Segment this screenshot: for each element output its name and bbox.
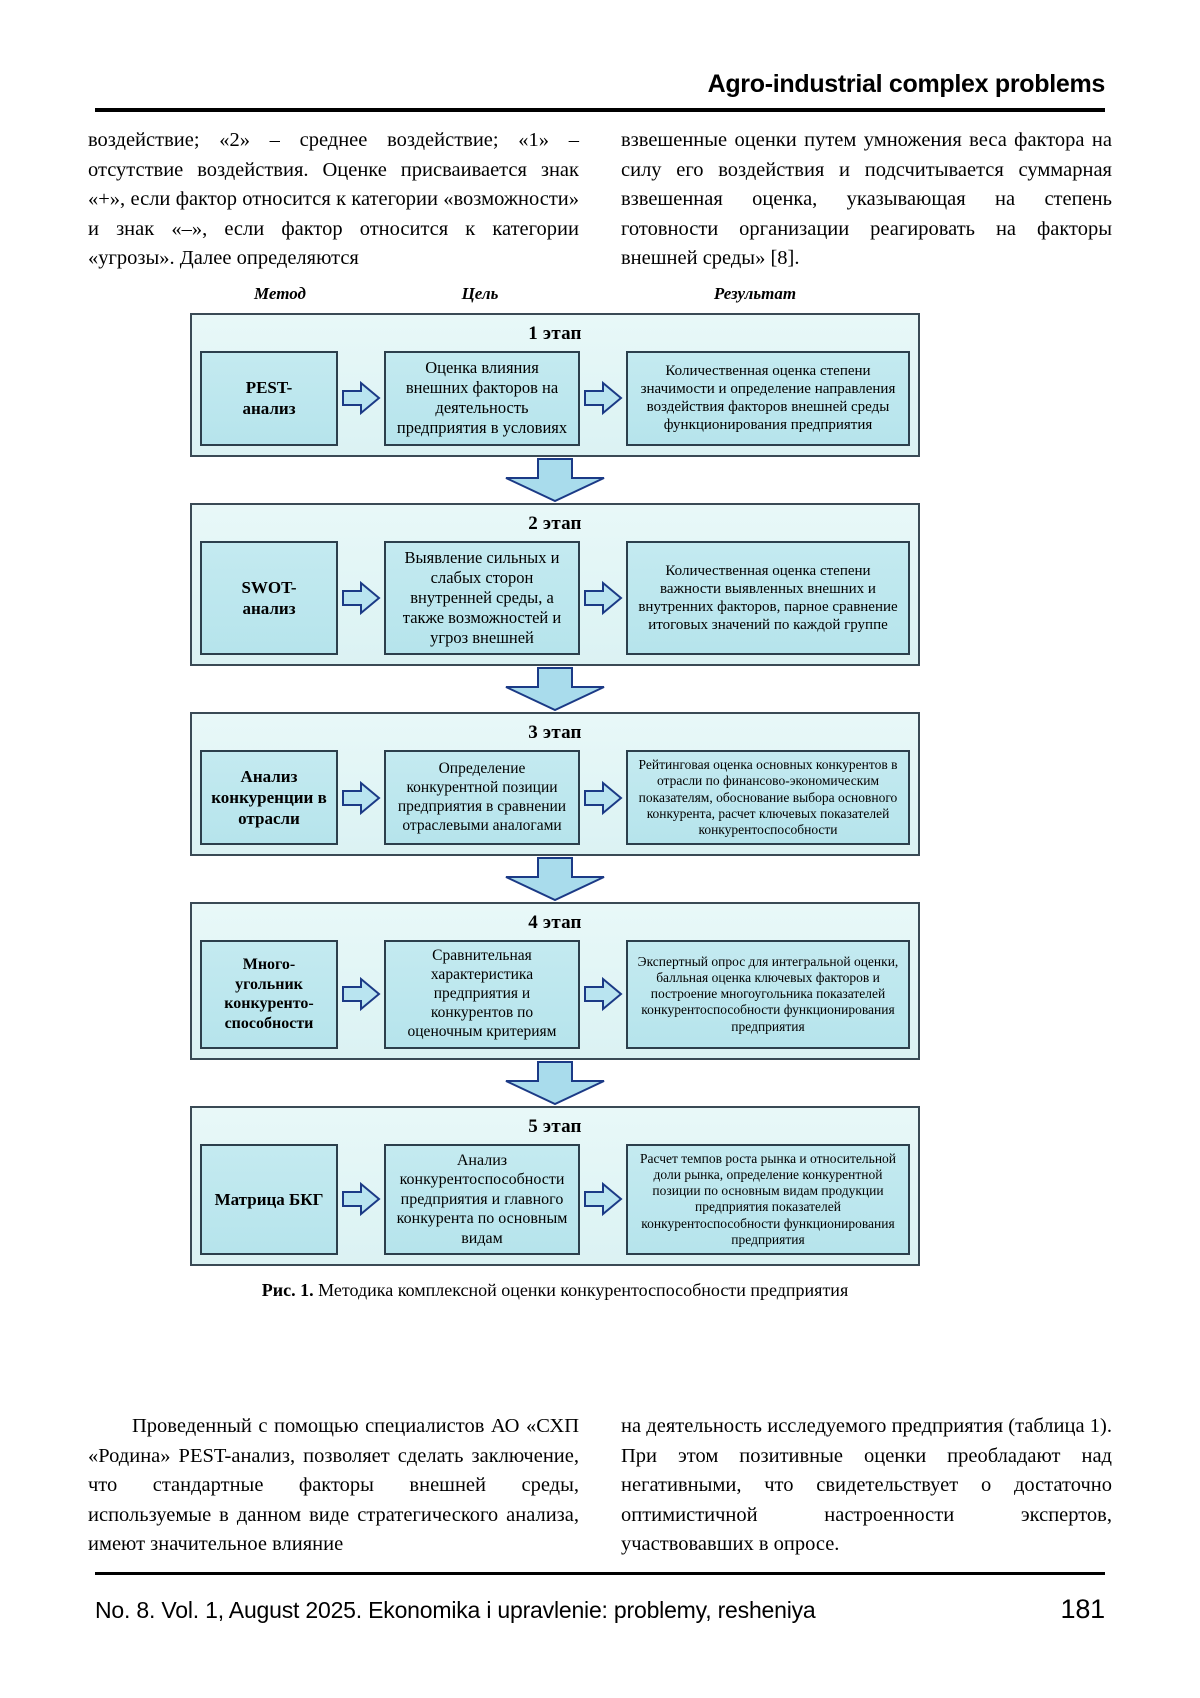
top-left-column: воздействие; «2» – среднее воздействие; … [88,126,579,274]
stage-title: 2 этап [528,512,582,534]
bottom-body-text: Проведенный с помощью специалистов АО «С… [88,1412,1112,1560]
arrow-right-icon [580,750,626,845]
method-box: Много-угольник конкуренто-способности [200,940,338,1049]
arrow-right-icon [338,1144,384,1256]
stage-block: 3 этап Анализ конкуренции в отрасли Опре… [190,712,920,857]
stage-row: SWOT-анализ Выявление сильных и слабых с… [200,540,910,656]
top-left-paragraph: воздействие; «2» – среднее воздействие; … [88,129,579,270]
stage-block: 5 этап Матрица БКГ Анализ конкурентоспос… [190,1105,920,1267]
figure-1: Метод Цель Результат 1 этап PEST-анализ … [190,284,920,1301]
figure-caption-text: Методика комплексной оценки конкурентосп… [313,1280,849,1301]
arrow-right-icon [580,940,626,1049]
goal-box: Анализ конкурентоспособности предприятия… [384,1143,580,1256]
arrow-right-icon [338,750,384,845]
goal-label: Сравнительная характеристика предприятия… [407,947,557,1040]
stage-block: 2 этап SWOT-анализ Выявление сильных и с… [190,502,920,667]
result-box: Количественная оценка степени важности в… [626,540,910,656]
page-footer: No. 8. Vol. 1, August 2025. Ekonomika i … [95,1594,1105,1625]
arrow-right-icon [580,1144,626,1256]
method-label: Много-угольник конкуренто-способности [224,955,314,1033]
header-rule [95,108,1105,112]
top-body-text: воздействие; «2» – среднее воздействие; … [88,126,1112,274]
result-label: Количественная оценка степени значимости… [640,363,896,434]
result-box: Экспертный опрос для интегральной оценки… [626,940,910,1049]
method-label: PEST-анализ [242,378,296,419]
stage-title: 4 этап [528,912,582,934]
top-right-paragraph: взвешенные оценки путем умножения веса ф… [621,129,1112,270]
goal-box: Определение конкурентной позиции предпри… [384,750,580,846]
page-number: 181 [1060,1594,1106,1624]
goal-box: Выявление сильных и слабых сторон внутре… [384,540,580,656]
arrow-right-icon [338,541,384,656]
top-right-column: взвешенные оценки путем умножения веса ф… [621,126,1112,274]
method-label: SWOT-анализ [241,577,297,618]
arrow-down-icon [190,666,920,712]
bottom-right-column: на деятельность исследуемого предприятия… [621,1412,1112,1560]
bottom-left-paragraph: Проведенный с помощью специалистов АО «С… [88,1415,579,1556]
method-label: Анализ конкуренции в отрасли [211,766,327,829]
result-box: Рейтинговая оценка основных конкурентов … [626,750,910,846]
goal-label: Оценка влияния внешних факторов на деяте… [396,358,568,438]
arrow-down-icon [190,1060,920,1106]
figure-column-headers: Метод Цель Результат [190,284,920,308]
method-box: Анализ конкуренции в отрасли [200,750,338,846]
stage-row: Много-угольник конкуренто-способности Ср… [200,940,910,1049]
stage-block: 4 этап Много-угольник конкуренто-способн… [190,902,920,1060]
footer-issue-text: No. 8. Vol. 1, August 2025. Ekonomika i … [95,1597,816,1623]
figure-caption-label: Рис. 1. [261,1280,314,1301]
bottom-right-paragraph: на деятельность исследуемого предприятия… [621,1415,1112,1556]
stage-row: Анализ конкуренции в отрасли Определение… [200,750,910,846]
column-header-result: Результат [713,284,797,303]
goal-label: Определение конкурентной позиции предпри… [397,759,567,834]
result-box: Расчет темпов роста рынка и относительно… [626,1143,910,1256]
arrow-right-icon [338,351,384,446]
result-label: Количественная оценка степени важности в… [638,562,898,633]
column-header-method: Метод [254,284,306,303]
result-label: Экспертный опрос для интегральной оценки… [637,953,899,1034]
stage-block: 1 этап PEST-анализ Оценка влияния внешни… [190,313,920,457]
method-label: Матрица БКГ [214,1189,324,1209]
bottom-left-column: Проведенный с помощью специалистов АО «С… [88,1412,579,1560]
footer-rule [95,1572,1105,1575]
goal-box: Оценка влияния внешних факторов на деяте… [384,351,580,446]
arrow-down-icon [190,856,920,902]
arrow-right-icon [580,351,626,446]
method-box: SWOT-анализ [200,540,338,656]
stage-title: 5 этап [528,1115,582,1137]
arrow-down-icon [190,457,920,503]
result-box: Количественная оценка степени значимости… [626,351,910,446]
figure-caption: Рис. 1. Методика комплексной оценки конк… [190,1280,920,1301]
stage-title: 1 этап [528,323,582,344]
result-label: Рейтинговая оценка основных конкурентов … [638,757,898,837]
goal-box: Сравнительная характеристика предприятия… [384,940,580,1049]
arrow-right-icon [338,940,384,1049]
method-box: PEST-анализ [200,351,338,446]
stage-title: 3 этап [528,722,582,744]
result-label: Расчет темпов роста рынка и относительно… [639,1150,897,1247]
column-header-goal: Цель [461,284,499,303]
stage-row: PEST-анализ Оценка влияния внешних факто… [200,351,910,446]
goal-label: Анализ конкурентоспособности предприятия… [396,1151,568,1247]
goal-label: Выявление сильных и слабых сторон внутре… [402,547,562,648]
arrow-right-icon [580,541,626,656]
method-box: Матрица БКГ [200,1143,338,1256]
running-head: Agro-industrial complex problems [707,70,1106,98]
stage-row: Матрица БКГ Анализ конкурентоспособности… [200,1143,910,1256]
